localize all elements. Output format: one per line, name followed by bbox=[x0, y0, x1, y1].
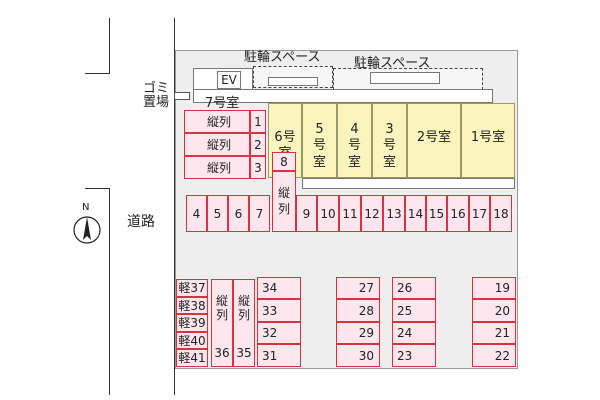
parking-slot-13: 13 bbox=[383, 195, 405, 232]
parking-slot-light-37: 軽37 bbox=[176, 279, 208, 297]
garbage-area-marker bbox=[174, 92, 190, 100]
ev-label: EV bbox=[221, 73, 237, 87]
parking-slot-34: 34 bbox=[257, 277, 301, 299]
room-4: 4 号 室 bbox=[337, 103, 372, 178]
parking-slot-17: 17 bbox=[469, 195, 490, 232]
parking-slot-20: 20 bbox=[472, 299, 516, 322]
parking-slot-14: 14 bbox=[405, 195, 426, 232]
tandem-row-1: 縦列 bbox=[184, 110, 250, 133]
parking-slot-light-39: 軽39 bbox=[176, 314, 208, 332]
slot-column-31-34: 34 33 32 31 bbox=[257, 277, 301, 367]
parking-slot-24: 24 bbox=[392, 322, 436, 344]
parking-slot-12: 12 bbox=[361, 195, 383, 232]
parking-slot-light-38: 軽38 bbox=[176, 297, 208, 314]
road-edge-upper-bottom bbox=[85, 73, 110, 74]
parking-slot-33: 33 bbox=[257, 299, 301, 322]
room-7-label: 7号室 bbox=[205, 96, 240, 111]
parking-slot-29: 29 bbox=[336, 322, 380, 344]
tandem-column-36: 縦 列 36 bbox=[211, 279, 233, 367]
building-balcony bbox=[302, 178, 515, 189]
tandem-row-3: 縦列 bbox=[184, 156, 250, 179]
road-edge-upper bbox=[109, 18, 110, 74]
bike-rack-1 bbox=[268, 77, 318, 86]
parking-slot-2: 2 bbox=[250, 133, 266, 156]
parking-slot-31: 31 bbox=[257, 344, 301, 367]
bike-space-label-2: 駐輪スペース bbox=[354, 56, 431, 71]
parking-slot-light-40: 軽40 bbox=[176, 332, 208, 349]
road-edge-lower bbox=[109, 188, 110, 395]
parking-slot-35: 35 bbox=[236, 345, 252, 360]
tandem-row-2: 縦列 bbox=[184, 133, 250, 156]
parking-slot-5: 5 bbox=[207, 195, 228, 232]
road-edge-lower-top bbox=[85, 188, 110, 189]
parking-slot-25: 25 bbox=[392, 299, 436, 322]
parking-slot-11: 11 bbox=[339, 195, 361, 232]
parking-slot-18: 18 bbox=[490, 195, 512, 232]
north-arrow: N bbox=[71, 202, 103, 246]
site-boundary-left bbox=[174, 18, 175, 395]
slot-column-23-26: 26 25 24 23 bbox=[392, 277, 436, 367]
parking-slot-7: 7 bbox=[249, 195, 270, 232]
parking-slot-15: 15 bbox=[426, 195, 447, 232]
road-label: 道路 bbox=[127, 214, 155, 230]
north-label: N bbox=[82, 202, 90, 213]
room-2: 2号室 bbox=[407, 103, 461, 178]
slot-column-27-30: 27 28 29 30 bbox=[336, 277, 380, 367]
tandem-rows: 縦列 1 縦列 2 縦列 3 bbox=[184, 110, 268, 179]
parking-slot-16: 16 bbox=[447, 195, 469, 232]
bike-space-label-1: 駐輪スペース bbox=[244, 50, 321, 65]
ev-box: EV bbox=[217, 71, 241, 89]
slot-column-19-22: 19 20 21 22 bbox=[472, 277, 516, 367]
parking-slot-30: 30 bbox=[336, 344, 380, 367]
garbage-area-label: ゴミ 置場 bbox=[143, 81, 170, 110]
building-corridor bbox=[193, 89, 493, 103]
parking-slot-27: 27 bbox=[336, 277, 380, 299]
parking-slot-23: 23 bbox=[392, 344, 436, 367]
parking-slot-4: 4 bbox=[186, 195, 207, 232]
parking-slot-22: 22 bbox=[472, 344, 516, 367]
parking-slot-6: 6 bbox=[228, 195, 249, 232]
tandem-column-8: 縦 列 bbox=[272, 171, 296, 232]
parking-slot-19: 19 bbox=[472, 277, 516, 299]
top-slot-row-left: 4 5 6 7 bbox=[186, 195, 270, 232]
light-vehicle-slots: 軽37 軽38 軽39 軽40 軽41 bbox=[176, 279, 208, 367]
tandem-column-35: 縦 列 35 bbox=[233, 279, 255, 367]
room-5: 5 号 室 bbox=[302, 103, 337, 178]
room-1: 1号室 bbox=[461, 103, 515, 178]
parking-slot-10: 10 bbox=[317, 195, 339, 232]
bike-rack-2 bbox=[370, 72, 440, 84]
parking-slot-3: 3 bbox=[250, 156, 266, 179]
parking-slot-1: 1 bbox=[250, 110, 266, 133]
parking-slot-9: 9 bbox=[296, 195, 317, 232]
parking-slot-21: 21 bbox=[472, 322, 516, 344]
parking-slot-36: 36 bbox=[214, 345, 230, 360]
parking-slot-32: 32 bbox=[257, 322, 301, 344]
parking-slot-28: 28 bbox=[336, 299, 380, 322]
room-3: 3 号 室 bbox=[372, 103, 407, 178]
top-slot-row-right: 9 10 11 12 13 14 15 16 17 18 bbox=[296, 195, 512, 232]
north-arrow-icon bbox=[73, 216, 101, 244]
parking-slot-light-41: 軽41 bbox=[176, 349, 208, 367]
parking-slot-8: 8 bbox=[272, 152, 296, 171]
parking-slot-26: 26 bbox=[392, 277, 436, 299]
